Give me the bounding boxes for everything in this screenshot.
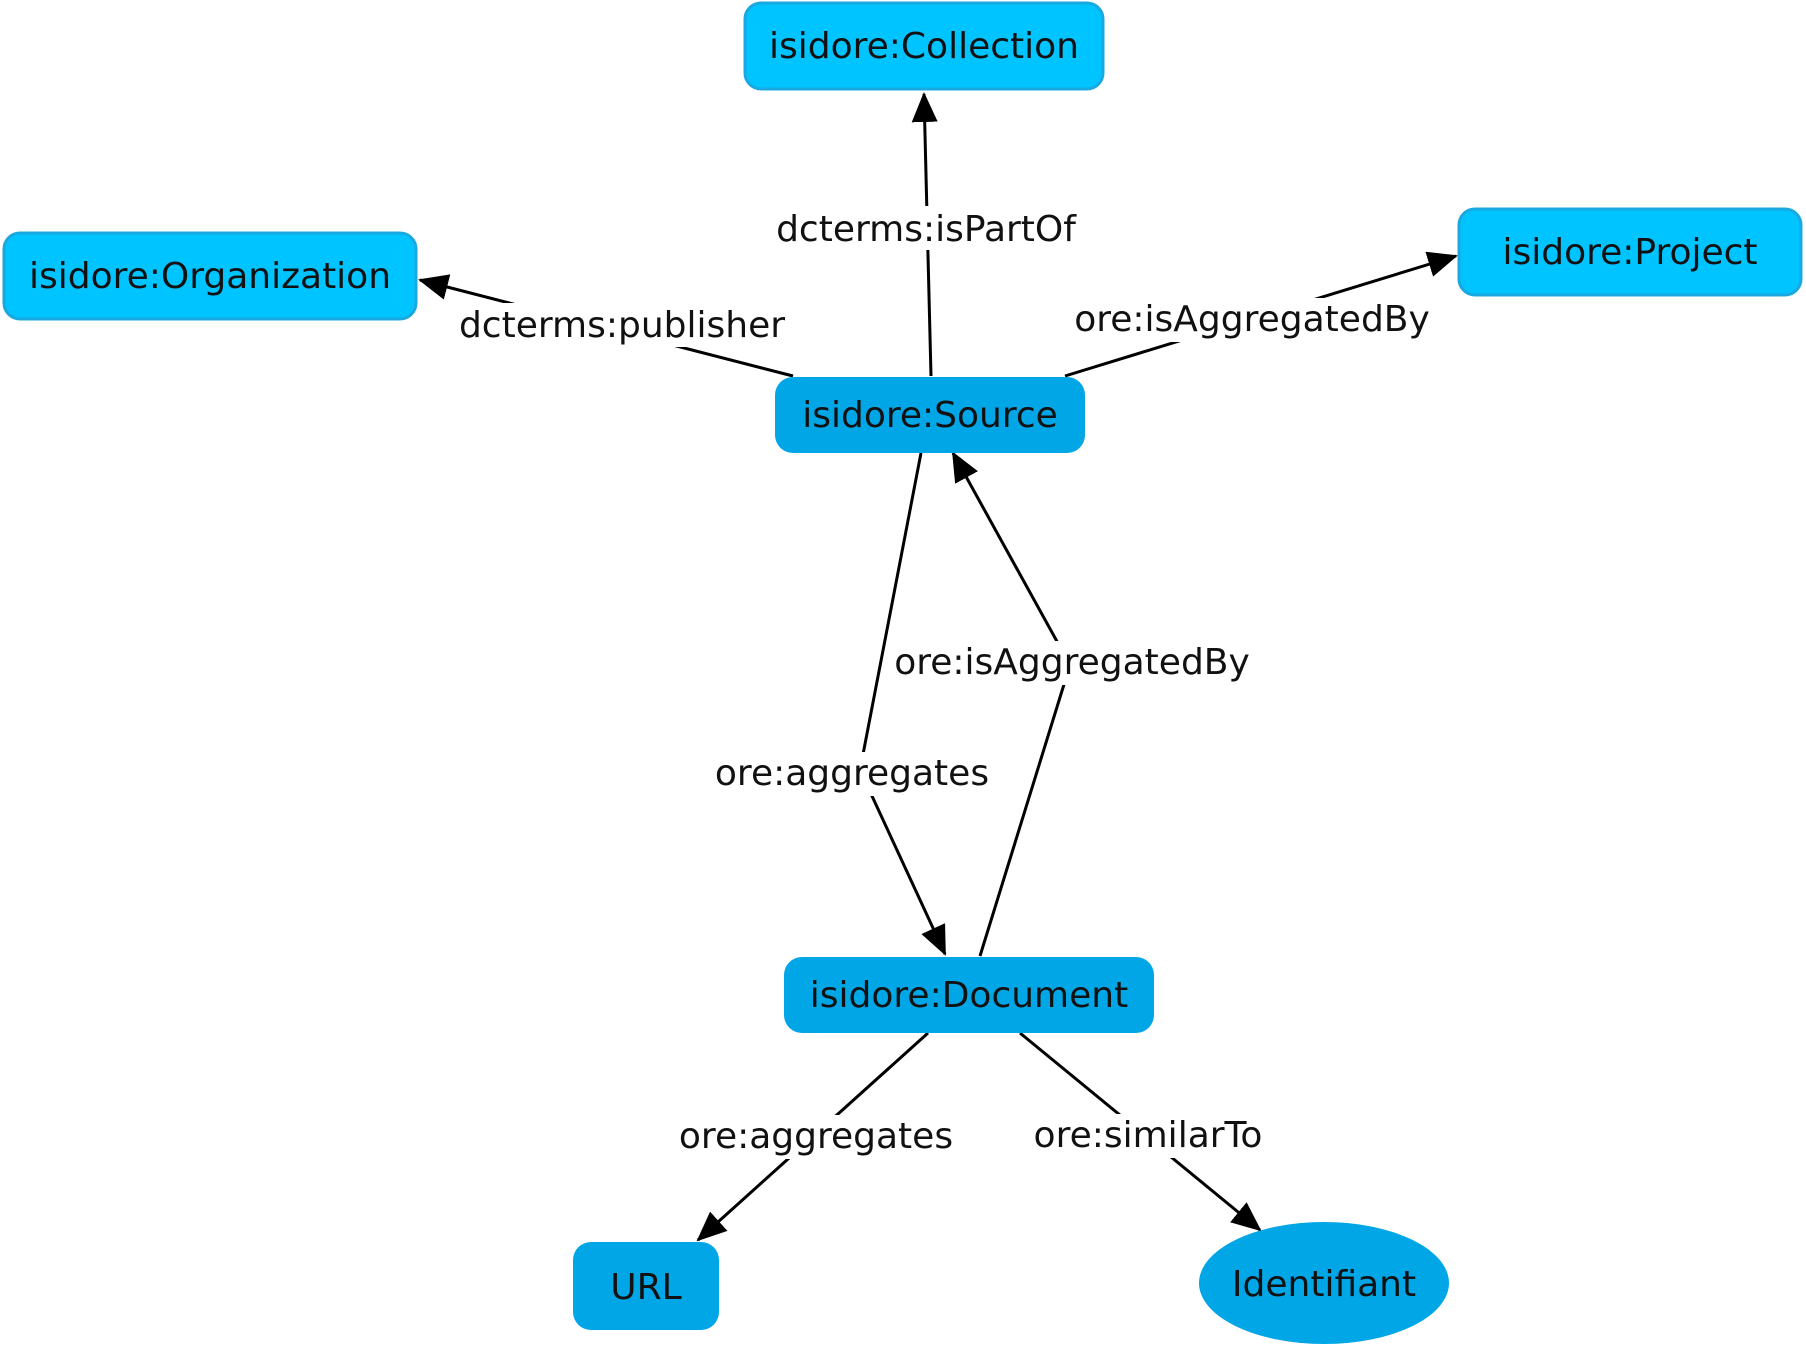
node-source[interactable]: isidore:Source [775, 377, 1085, 453]
node-label-collection: isidore:Collection [769, 26, 1079, 67]
edge-label-similarto: ore:similarTo [1034, 1115, 1263, 1156]
edge-label-document-isaggregatedby: ore:isAggregatedBy [894, 642, 1250, 683]
edge-document-isaggregatedby-source: ore:isAggregatedBy [892, 451, 1254, 957]
edge-label-publisher: dcterms:publisher [459, 305, 785, 346]
edge-document-aggregates-url: ore:aggregates [676, 1031, 958, 1242]
edge-source-aggregates-document: ore:aggregates [712, 452, 994, 956]
edge-document-similarto-identifiant: ore:similarTo [1019, 1031, 1268, 1232]
edge-source-isaggregatedby-project: ore:isAggregatedBy [1064, 251, 1458, 378]
node-label-url: URL [610, 1267, 681, 1308]
edge-label-ispartof: dcterms:isPartOf [776, 209, 1077, 250]
node-collection[interactable]: isidore:Collection [743, 1, 1105, 91]
node-organization[interactable]: isidore:Organization [2, 231, 418, 321]
node-identifiant[interactable]: Identifiant [1199, 1222, 1449, 1344]
node-label-document: isidore:Document [810, 975, 1128, 1016]
node-url[interactable]: URL [573, 1242, 719, 1330]
node-label-identifiant: Identifiant [1232, 1264, 1416, 1305]
edge-label-source-aggregates: ore:aggregates [715, 753, 989, 794]
node-document[interactable]: isidore:Document [784, 957, 1154, 1033]
node-project[interactable]: isidore:Project [1457, 207, 1803, 297]
edge-source-ispartof-collection: dcterms:isPartOf [770, 92, 1082, 377]
node-label-source: isidore:Source [802, 395, 1058, 436]
edge-label-source-isaggregatedby: ore:isAggregatedBy [1074, 299, 1430, 340]
edge-label-document-aggregates: ore:aggregates [679, 1116, 953, 1157]
edge-source-publisher-organization: dcterms:publisher [418, 274, 794, 378]
node-label-organization: isidore:Organization [29, 256, 391, 297]
node-label-project: isidore:Project [1502, 232, 1757, 273]
